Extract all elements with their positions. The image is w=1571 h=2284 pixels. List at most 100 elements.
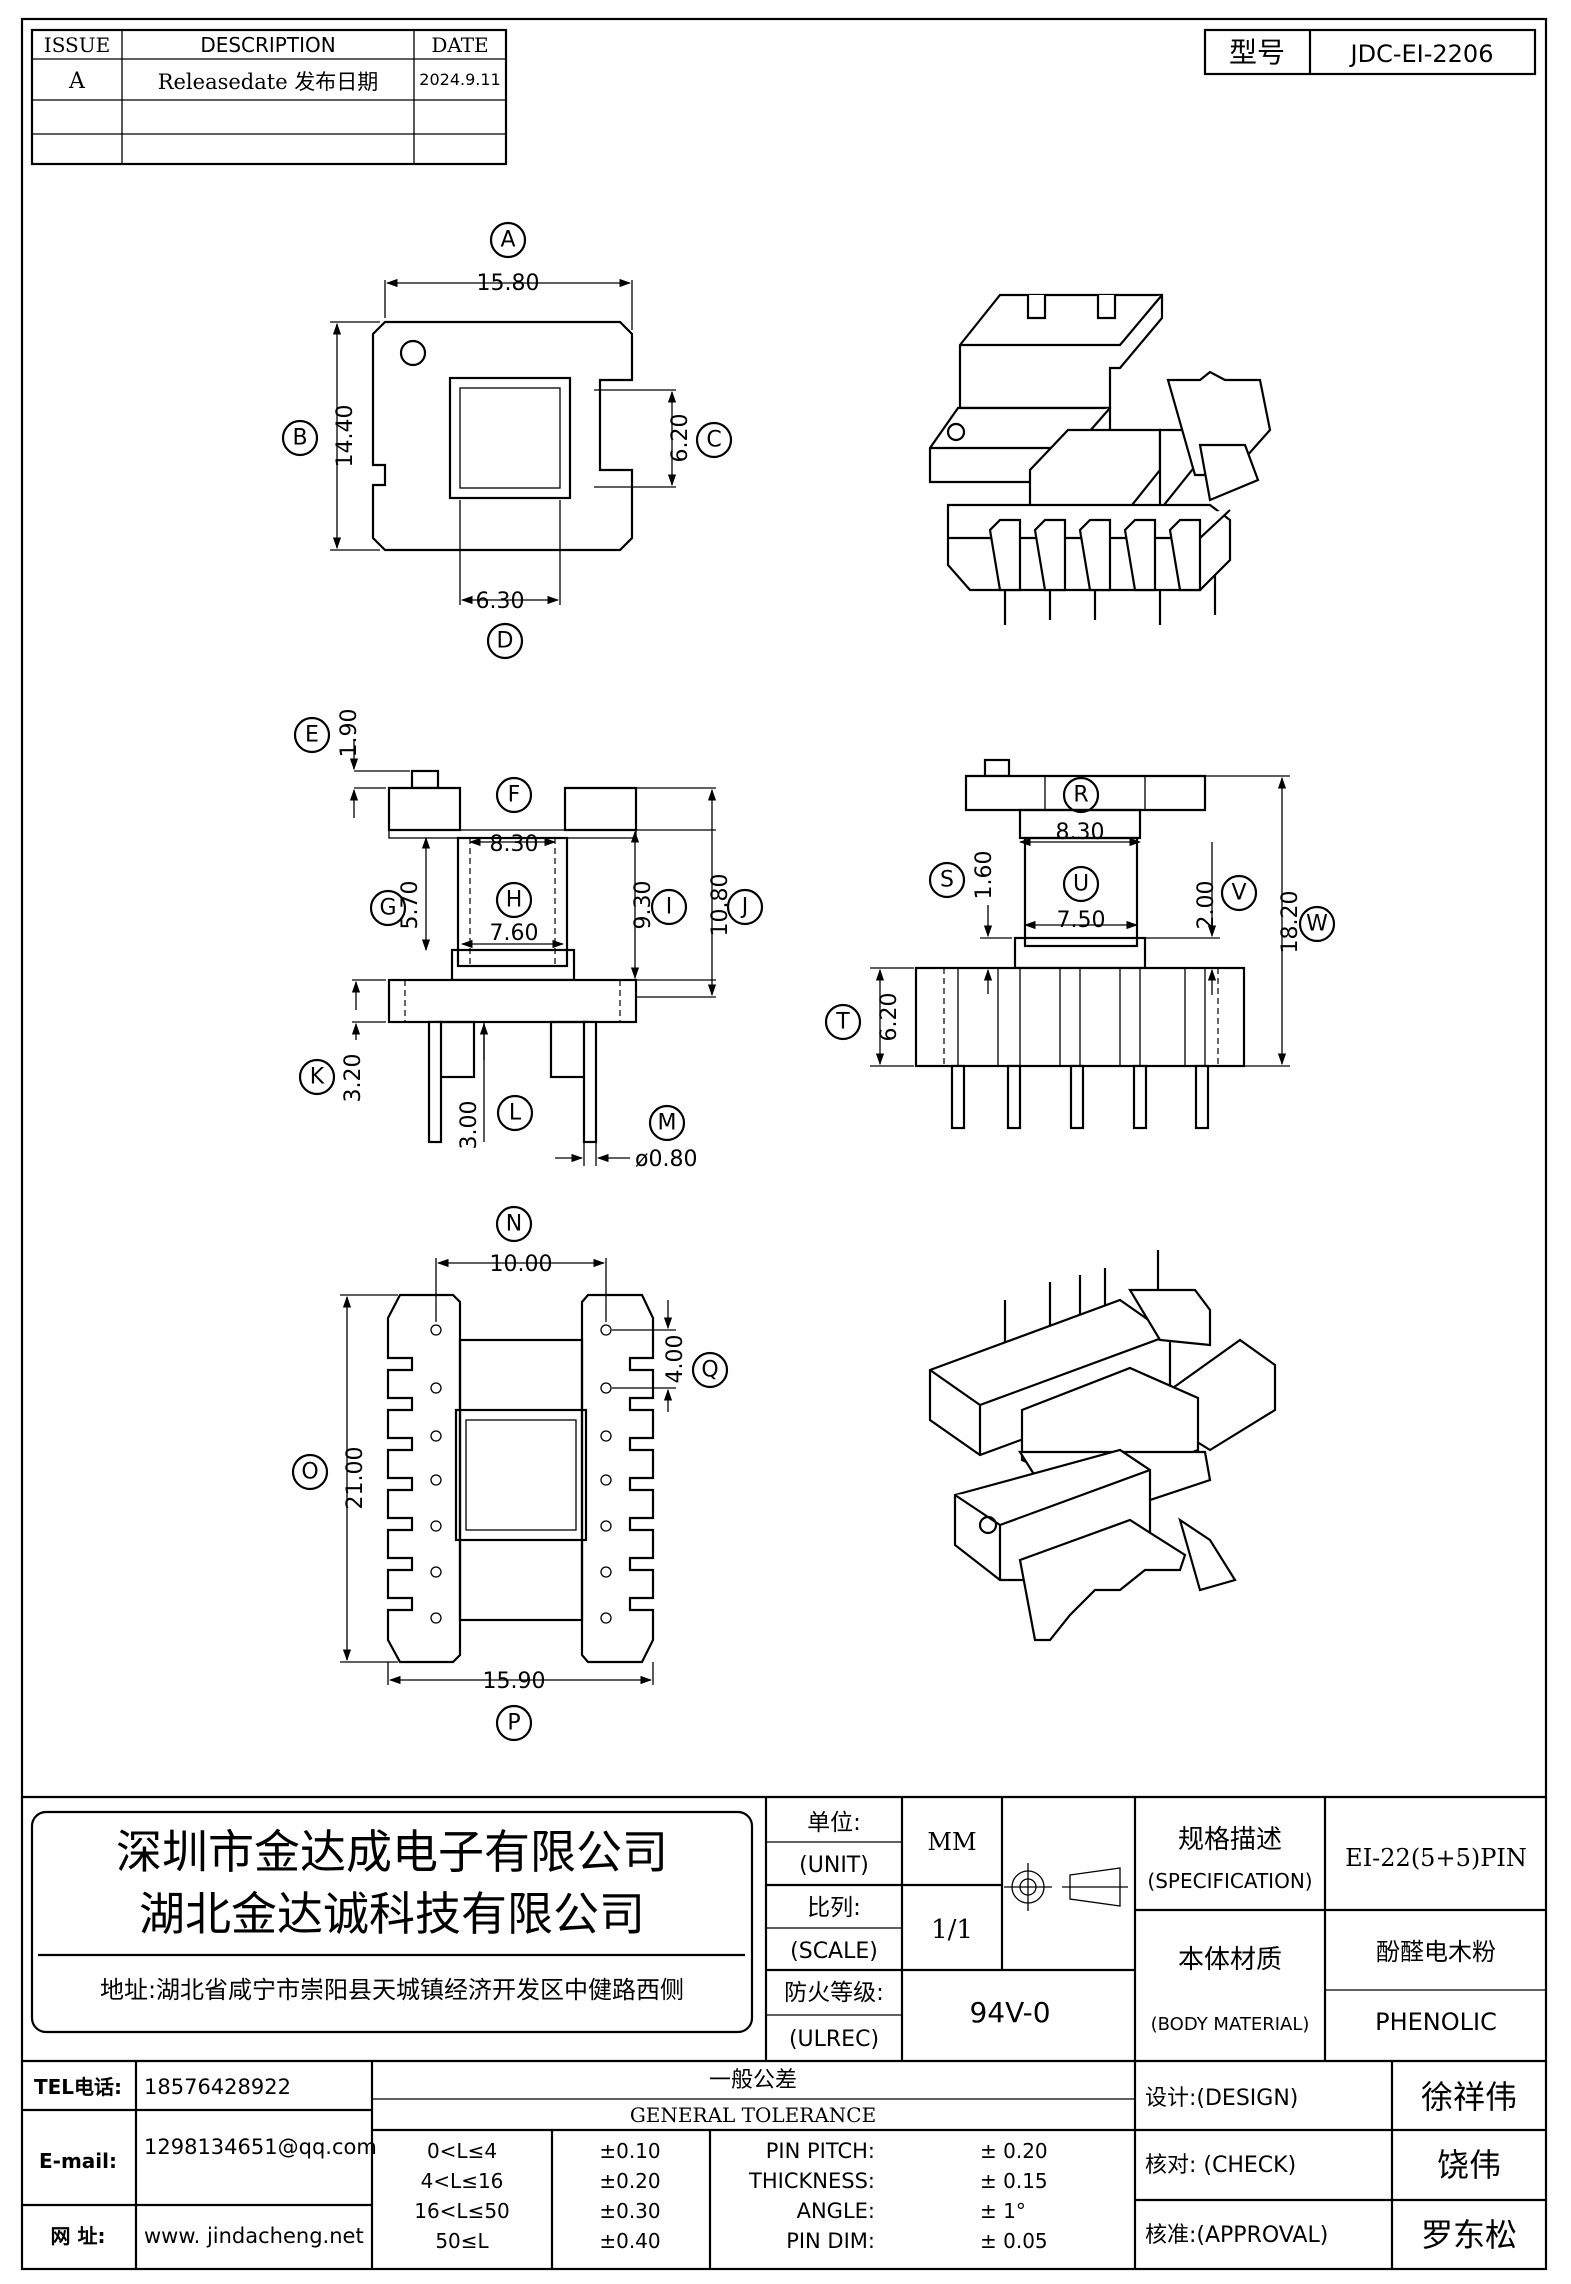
balloon-h: H	[495, 881, 533, 919]
balloon-w: W	[1298, 905, 1336, 943]
balloon-g: G	[369, 889, 407, 927]
balloon-k: K	[298, 1058, 336, 1096]
svg-text:W: W	[1306, 912, 1328, 937]
balloon-i: I	[650, 888, 688, 926]
spec-cn: 规格描述	[1178, 1825, 1282, 1855]
tol-range-2: 4<L≤16	[421, 2169, 504, 2193]
dim-o: 21.00	[343, 1447, 368, 1510]
revision-header-date: DATE	[431, 33, 488, 57]
company-name-2: 湖北金达诚科技有限公司	[139, 1887, 645, 1941]
svg-text:K: K	[310, 1065, 325, 1090]
balloon-a: A	[489, 221, 527, 259]
tol-range-3: 16<L≤50	[414, 2199, 510, 2223]
tol-spec-value-3: ± 1°	[980, 2199, 1026, 2223]
material-value-cn: 酚醛电木粉	[1376, 1938, 1496, 1966]
scale-value: 1/1	[931, 1915, 973, 1945]
web-label: 网 址:	[51, 2224, 106, 2248]
dim-b: 14.40	[333, 405, 358, 468]
svg-text:U: U	[1073, 872, 1089, 897]
unit-cn: 单位:	[807, 1810, 861, 1836]
svg-text:P: P	[507, 1711, 520, 1736]
svg-text:O: O	[301, 1460, 318, 1485]
email-label: E-mail:	[39, 2149, 117, 2173]
revision-date: 2024.9.11	[419, 70, 500, 89]
tol-value-2: ±0.20	[599, 2169, 660, 2193]
check-label: 核对: (CHECK)	[1145, 2153, 1296, 2178]
spec-value: EI-22(5+5)PIN	[1345, 1844, 1527, 1872]
dim-r: 8.30	[1056, 820, 1105, 845]
dim-u: 7.50	[1057, 908, 1106, 933]
balloon-s: S	[928, 861, 966, 899]
tol-value-4: ±0.40	[599, 2229, 660, 2253]
spec-en: (SPECIFICATION)	[1147, 1869, 1312, 1893]
scale-cn: 比列:	[807, 1895, 861, 1921]
svg-text:F: F	[508, 783, 521, 808]
fire-en: (ULREC)	[789, 2027, 879, 2052]
revision-header-description: DESCRIPTION	[200, 33, 335, 57]
svg-text:J: J	[740, 895, 749, 920]
approval-name: 罗东松	[1421, 2216, 1517, 2254]
tol-spec-value-1: ± 0.20	[980, 2139, 1048, 2163]
unit-en: (UNIT)	[799, 1853, 869, 1878]
balloon-r: R	[1062, 776, 1100, 814]
balloon-j: J	[726, 888, 764, 926]
dim-q: 4.00	[663, 1335, 688, 1384]
svg-text:G: G	[379, 896, 396, 921]
dim-e: 1.90	[337, 709, 362, 758]
revision-issue: A	[68, 69, 86, 94]
dim-n: 10.00	[490, 1252, 553, 1277]
tol-spec-4: PIN DIM:	[786, 2229, 875, 2253]
design-name: 徐祥伟	[1421, 2078, 1517, 2116]
dim-h: 7.60	[490, 921, 539, 946]
material-cn: 本体材质	[1178, 1945, 1282, 1975]
tol-spec-1: PIN PITCH:	[766, 2139, 875, 2163]
balloon-m: M	[648, 1104, 686, 1142]
tel-value: 18576428922	[144, 2075, 291, 2099]
title-block: 深圳市金达成电子有限公司 湖北金达诚科技有限公司 地址:湖北省咸宁市崇阳县天城镇…	[22, 1795, 1546, 2269]
top-view	[371, 320, 676, 552]
dim-m: ø0.80	[635, 1147, 697, 1172]
dim-l: 3.00	[457, 1101, 482, 1150]
svg-text:I: I	[666, 895, 673, 920]
front-view	[387, 769, 638, 1144]
balloon-p: P	[495, 1704, 533, 1742]
tol-value-1: ±0.10	[599, 2139, 660, 2163]
balloon-e: E	[293, 716, 331, 754]
balloon-o: O	[291, 1453, 329, 1491]
dim-t: 6.20	[877, 993, 902, 1042]
check-name: 饶伟	[1437, 2146, 1501, 2184]
tol-spec-3: ANGLE:	[797, 2199, 875, 2223]
dim-g: 5.70	[398, 881, 423, 930]
company-address: 地址:湖北省咸宁市崇阳县天城镇经济开发区中健路西侧	[100, 1976, 684, 2004]
svg-text:D: D	[497, 629, 514, 654]
balloon-v: V	[1220, 874, 1258, 912]
dim-p: 15.90	[483, 1669, 546, 1694]
balloon-c: C	[695, 421, 733, 459]
model-box: 型号 JDC-EI-2206	[1203, 28, 1537, 76]
tol-spec-value-2: ± 0.15	[980, 2169, 1048, 2193]
balloon-l: L	[496, 1094, 534, 1132]
company-name-1: 深圳市金达成电子有限公司	[116, 1825, 668, 1879]
tolerance-title-cn: 一般公差	[709, 2068, 797, 2093]
svg-text:R: R	[1073, 783, 1088, 808]
fire-value: 94V-0	[969, 1996, 1050, 2029]
balloons: A B C D E F G H I J K L M N O P Q R S T …	[281, 221, 1336, 1742]
model-label: 型号	[1229, 36, 1285, 69]
unit-value: MM	[927, 1828, 976, 1856]
iso-view-top	[928, 293, 1272, 625]
svg-text:M: M	[658, 1111, 677, 1136]
balloon-d: D	[486, 622, 524, 660]
tol-range-1: 0<L≤4	[427, 2139, 497, 2163]
web-value: www. jindacheng.net	[144, 2224, 364, 2248]
svg-text:L: L	[509, 1101, 522, 1126]
email-value: 1298134651@qq.com	[144, 2135, 377, 2159]
side-view	[914, 758, 1246, 1130]
balloon-b: B	[281, 419, 319, 457]
tol-spec-value-4: ± 0.05	[980, 2229, 1048, 2253]
fire-cn: 防火等级:	[784, 1980, 884, 2006]
svg-text:S: S	[940, 868, 954, 893]
model-value: JDC-EI-2206	[1349, 40, 1494, 68]
tolerance-title-en: GENERAL TOLERANCE	[630, 2103, 876, 2127]
tol-spec-2: THICKNESS:	[748, 2169, 875, 2193]
